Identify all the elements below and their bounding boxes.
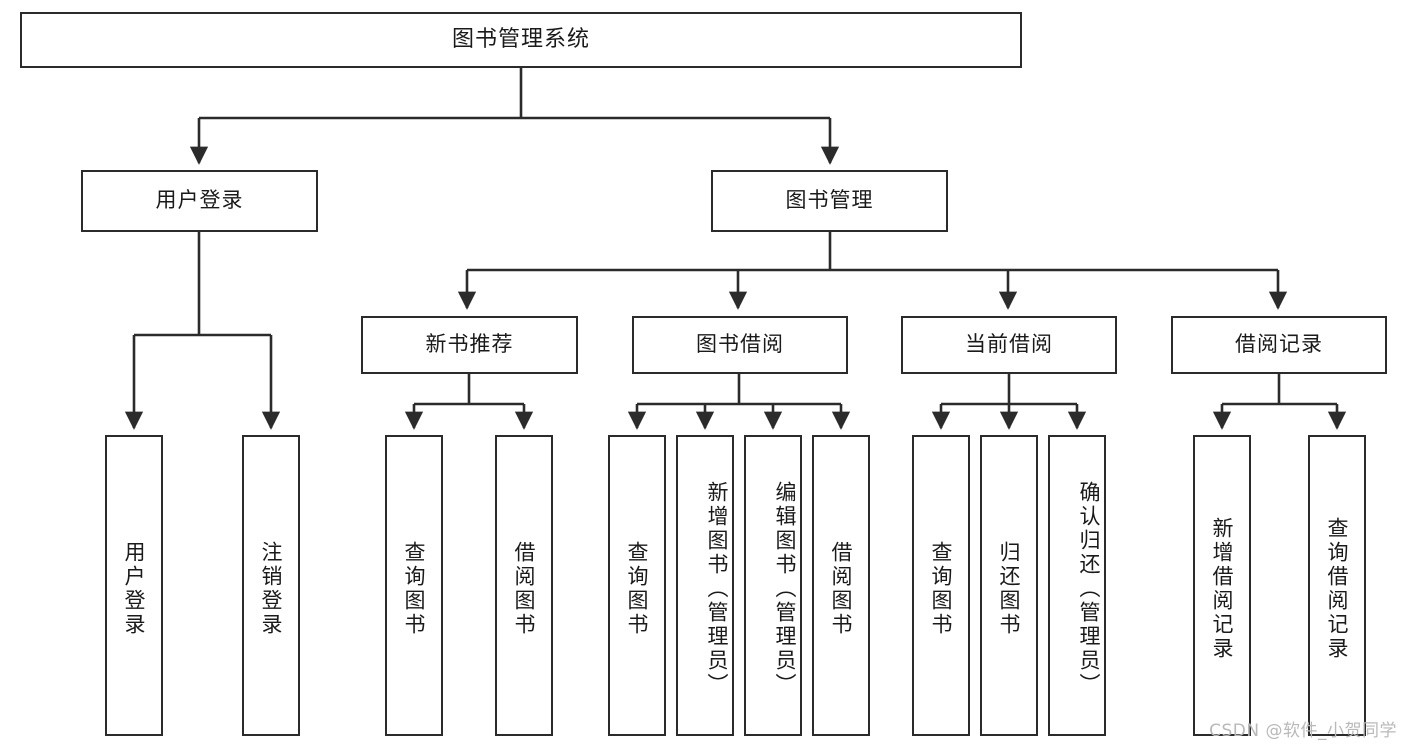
node-current-borrow[interactable]: 当前借阅 xyxy=(901,316,1117,374)
node-book-management[interactable]: 图书管理 xyxy=(711,170,948,232)
node-label: 图书管理系统 xyxy=(451,26,590,52)
leaf-add-record[interactable]: 新增借阅记录 xyxy=(1193,435,1251,736)
leaf-borrow-book-2[interactable]: 借阅图书 xyxy=(812,435,870,736)
node-label: 图书管理 xyxy=(785,188,874,213)
node-label: 借阅图书 xyxy=(512,540,536,637)
node-label: 借阅图书 xyxy=(829,540,853,637)
node-user-login[interactable]: 用户登录 xyxy=(81,170,318,232)
leaf-add-book[interactable]: 新增图书（管理员） xyxy=(676,435,734,736)
leaf-user-login[interactable]: 用户登录 xyxy=(105,435,163,736)
leaf-query-book-2[interactable]: 查询图书 xyxy=(608,435,666,736)
node-label: 图书借阅 xyxy=(696,332,784,357)
node-label: 查询借阅记录 xyxy=(1325,516,1349,661)
leaf-query-record[interactable]: 查询借阅记录 xyxy=(1308,435,1366,736)
node-label: 用户登录 xyxy=(122,540,146,637)
leaf-borrow-book-1[interactable]: 借阅图书 xyxy=(495,435,553,736)
node-label: 查询图书 xyxy=(402,540,426,637)
leaf-logout-login[interactable]: 注销登录 xyxy=(242,435,300,736)
node-label: 借阅记录 xyxy=(1235,332,1323,357)
node-book-borrow[interactable]: 图书借阅 xyxy=(632,316,848,374)
node-label: 用户登录 xyxy=(155,188,244,213)
node-label: 确认归还（管理员） xyxy=(1077,480,1101,697)
node-label: 注销登录 xyxy=(259,540,283,637)
node-borrow-record[interactable]: 借阅记录 xyxy=(1171,316,1387,374)
node-label: 查询图书 xyxy=(929,540,953,637)
node-label: 新增图书（管理员） xyxy=(705,480,729,697)
node-label: 归还图书 xyxy=(997,540,1021,637)
node-label: 编辑图书（管理员） xyxy=(773,480,797,697)
leaf-return-book[interactable]: 归还图书 xyxy=(980,435,1038,736)
leaf-query-book-1[interactable]: 查询图书 xyxy=(385,435,443,736)
node-label: 当前借阅 xyxy=(965,332,1053,357)
node-book-management-system[interactable]: 图书管理系统 xyxy=(20,12,1022,68)
node-label: 查询图书 xyxy=(625,540,649,637)
leaf-query-book-3[interactable]: 查询图书 xyxy=(912,435,970,736)
leaf-confirm-return[interactable]: 确认归还（管理员） xyxy=(1048,435,1106,736)
leaf-edit-book[interactable]: 编辑图书（管理员） xyxy=(744,435,802,736)
node-label: 新增借阅记录 xyxy=(1210,516,1234,661)
node-new-book-recommend[interactable]: 新书推荐 xyxy=(361,316,578,374)
node-label: 新书推荐 xyxy=(425,332,514,357)
